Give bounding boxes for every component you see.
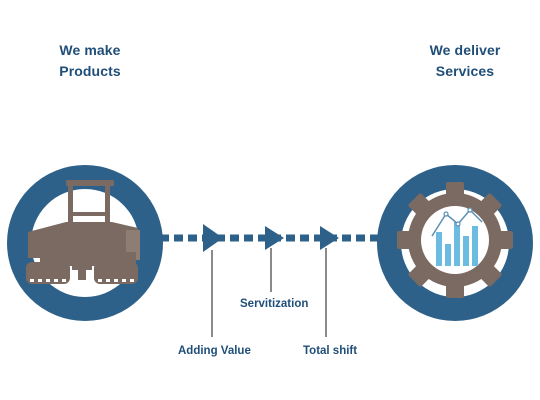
services-node <box>377 165 533 321</box>
arrowhead-adding-value <box>203 224 223 252</box>
products-title-line1: We make <box>59 42 121 58</box>
products-node <box>7 165 163 321</box>
services-title: We deliver Services <box>395 40 535 82</box>
services-title-line1: We deliver <box>429 42 501 58</box>
services-title-line2: Services <box>435 63 495 79</box>
products-title-line2: Products <box>59 63 121 79</box>
stage-label-total-shift: Total shift <box>303 345 358 357</box>
arrowhead-total-shift <box>320 226 339 250</box>
tractor-icon <box>26 180 140 284</box>
stage-label-servitization: Servitization <box>240 298 309 310</box>
products-title: We make Products <box>20 40 160 82</box>
bar-chart-icon <box>431 207 483 266</box>
stage-label-adding-value: Adding Value <box>178 345 251 357</box>
arrowhead-servitization <box>265 226 284 250</box>
